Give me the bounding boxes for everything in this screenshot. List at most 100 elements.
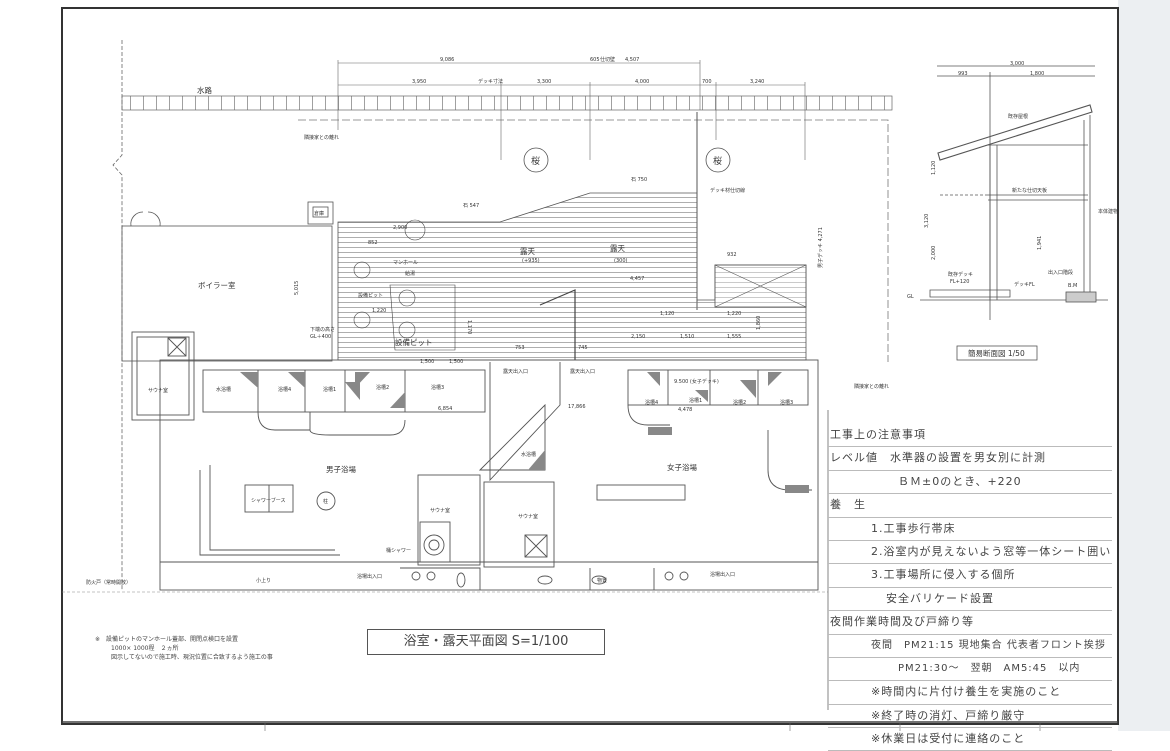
dim-4507: 4,507 [625,57,639,63]
pump-label: 給湯 [405,270,415,277]
notes-level-value: ＢＭ±0のとき、+220 [828,471,1112,495]
section-h2000: 2,000 [931,246,937,260]
cherry-tree-icon [705,147,731,173]
deck-dim: 2,150 [631,334,645,340]
outdoor-1-level: (+935) [522,258,540,264]
neighbor-gap-right: 隣接家との離れ [854,383,889,390]
raised-floor-label: 小上り [256,577,271,584]
dim-3240: 3,240 [750,79,764,85]
bath4-label-f: 浴槽4 [645,399,658,406]
bath2-label-f: 浴槽2 [733,399,746,406]
pit-notes: ※ 設備ピットのマンホール蓋部、開閉点検口を設置 1000× 1000程 ２ヵ所… [95,635,273,662]
bath4-label-m: 浴槽4 [278,386,291,393]
shower-booth-label: シャワーブース [251,497,285,504]
drawing-title: 浴室・露天平面図 S=1/100 [367,629,605,655]
section-dim-1800: 1,800 [1030,71,1044,77]
notes-night-2: PM21:30～ 翌朝 AM5:45 以内 [828,658,1112,682]
notes-rule-3: ※休業日は受付に連絡のこと [828,728,1112,751]
rock-label-1: 石 547 [463,203,479,209]
notes-protection-item: 1.工事歩行帯床 [828,518,1112,541]
notes-night-1: 夜間 PM21:15 現地集合 代表者フロント挨拶 [828,635,1112,658]
deck-dim: 1,510 [680,334,694,340]
sauna-label-m: サウナ室 [148,387,168,394]
existing-roof-label: 既存屋根 [1008,113,1028,120]
bath2-label-m: 浴槽2 [376,384,389,391]
deck-dim: 1,500 [420,359,434,365]
construction-notes: 工事上の注意事項 レベル値 水準器の設置を男女別に計測 ＢＭ±0のとき、+220… [828,424,1112,751]
dim-6854: 6,854 [438,406,452,412]
dim-3950: 3,950 [412,79,426,85]
outdoor-exit-m: 露天出入口 [503,368,528,375]
section-h1941: 1,941 [1037,236,1043,250]
level-753: 753 [515,345,525,351]
water-channel-label: 水路 [197,85,212,95]
outdoor-2-level: (300) [614,258,627,264]
notes-heading: 工事上の注意事項 [828,424,1112,448]
pit-note: ※ 設備ピットのマンホール蓋部、開閉点検口を設置 [95,636,239,643]
deck-dim: 1,555 [727,334,741,340]
cold-bath-label-f: 水浴槽 [521,451,536,458]
dim-605: 605 [590,57,600,63]
section-dim-993: 993 [958,71,968,77]
bath1-label-f: 浴槽1 [689,397,702,404]
dim-4478: 4,478 [678,407,692,413]
pillar-label: 柱 [323,498,328,505]
manhole-label: マンホール [393,260,418,266]
outdoor-exit-f: 露天出入口 [570,368,595,375]
sauna-label-m2: サウナ室 [430,507,450,514]
section-drawing [920,65,1108,320]
cherry-tree-icon [523,147,549,173]
level-745: 745 [578,345,588,351]
dim-3300: 3,300 [537,79,551,85]
deck-dim: 1,220 [727,311,741,317]
rock-label-2: 石 750 [631,177,647,183]
bath3-label-f: 浴槽3 [780,399,793,406]
main-building-label: 本体建物 [1098,208,1118,215]
bottom-height-value: GL＋400 [310,334,331,340]
outdoor-label-2: 露天 [610,244,625,253]
dim-2900: 2,900 [393,225,407,231]
boiler-room-label: ボイラー室 [198,280,236,290]
women-bath-label: 女子浴場 [667,462,697,472]
deck-dim: 1,220 [372,308,386,314]
neighbor-gap-label: 隣接家との離れ [304,134,339,141]
fire-door-label: 防火戸（常時開放） [86,579,131,586]
floor-plan-drawing: 9,086 605 仕切壁 4,507 3,950 デッキ寸法 3,300 4,… [61,0,1170,731]
cherry-label-1: 桜 [531,155,540,167]
deck-dim: 1,120 [660,311,674,317]
dim-deck: デッキ寸法 [478,78,503,85]
deck-divider-label: デッキ材仕切線 [710,187,745,194]
existing-deck-fl: FL+120 [950,279,969,285]
dim-4000: 4,000 [635,79,649,85]
section-title: 簡易断面図 1/50 [968,348,1025,358]
storage-small-label: 倉庫 [314,210,324,217]
deck-dim: 1,860 [756,316,762,330]
section-h1120: 1,120 [931,161,937,175]
dim-700: 700 [702,79,712,85]
equipment-pit-label-1: 設備ピット [358,292,383,299]
bucket-shower-label: 桶シャワー [386,547,411,554]
outdoor-label-1: 露天 [520,247,535,256]
dim-boiler: 5,015 [294,281,300,295]
bath1-label-m: 浴槽1 [323,386,336,393]
dim-1170: 1,170 [466,320,472,334]
section-h3120: 3,120 [924,214,930,228]
notes-protection: 養 生 [828,494,1112,518]
bath-entrance-f: 浴場出入口 [710,571,735,578]
pit-note: 1000× 1000程 ２ヵ所 [111,645,179,652]
notes-night-heading: 夜間作業時間及び戸締り等 [828,611,1112,635]
equipment-pit-label-2: 設備ピット [395,337,433,347]
dim-17866: 17,866 [568,404,586,410]
bm-label: B.M [1068,283,1077,289]
bath3-label-m: 浴槽3 [431,384,444,391]
level-852: 852 [368,240,378,246]
women-deck-label: 9.500 (女子デッキ) [674,378,719,385]
dim-partition: 仕切壁 [600,56,615,63]
men-bath-label: 男子浴場 [326,464,356,474]
water-channel-railing [121,95,893,111]
gl-label: GL [907,294,914,300]
notes-protection-item: 2.浴室内が見えないよう窓等一体シート囲い [828,541,1112,565]
level-932: 932 [727,252,737,258]
storage-label: 物置 [597,577,607,584]
men-deck-label: 男子デッキ 4,271 [817,227,824,268]
